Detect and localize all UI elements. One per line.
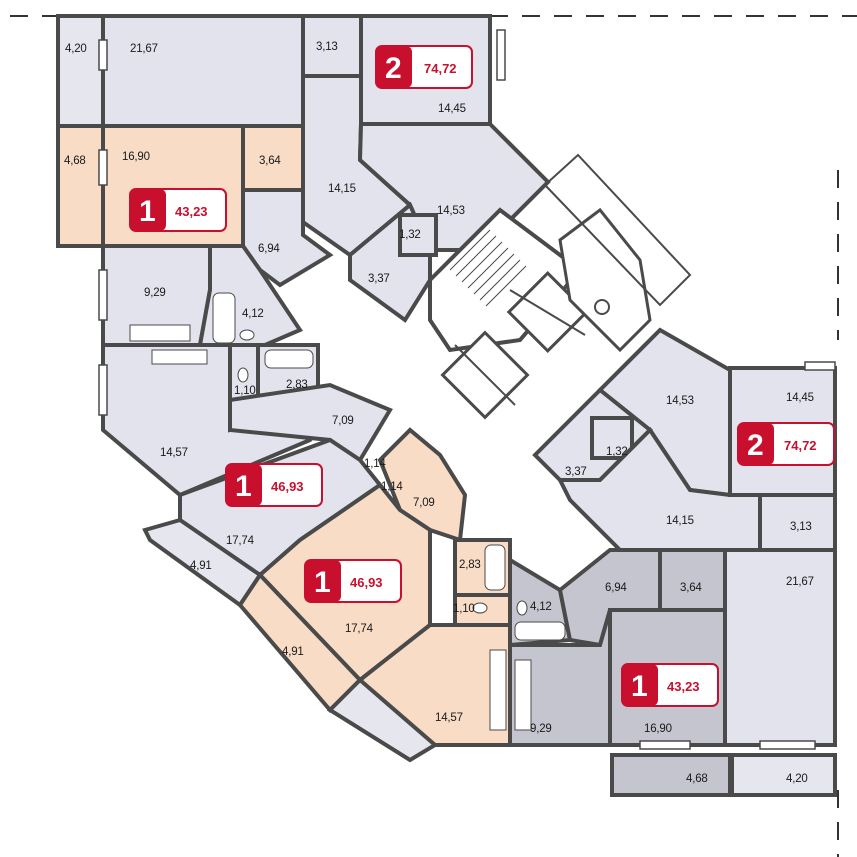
area-label: 1,14 xyxy=(381,481,403,493)
area-label: 2,83 xyxy=(459,559,481,571)
area-label: 4,12 xyxy=(530,601,552,613)
kitchen-counter-upper xyxy=(129,324,191,342)
room-21-67-right xyxy=(723,548,837,747)
area-label: 14,53 xyxy=(437,205,465,217)
room-area-labels: 4,20 21,67 3,13 14,45 4,68 16,90 3,64 14… xyxy=(64,41,814,785)
area-label: 14,53 xyxy=(666,395,694,407)
badge-top-2[interactable]: 2 74,72 xyxy=(375,45,473,89)
apartment-left-1room[interactable] xyxy=(101,188,393,608)
stair-treads xyxy=(449,229,527,307)
area-label: 14,45 xyxy=(438,103,466,115)
area-label: 21,67 xyxy=(130,43,158,55)
loggia-outline xyxy=(543,153,692,307)
area-label: 3,64 xyxy=(259,155,281,167)
area-label: 1,14 xyxy=(364,458,386,470)
area-label: 2,83 xyxy=(286,379,308,391)
area-label: 3,64 xyxy=(680,582,702,594)
stair-block xyxy=(428,207,583,353)
badge-upper-1[interactable]: 1 43,23 xyxy=(129,188,227,232)
fixtures xyxy=(129,292,566,731)
area-label: 14,15 xyxy=(666,515,694,527)
area-label: 3,37 xyxy=(565,466,587,478)
room-3-13-right xyxy=(758,493,837,552)
area-label: 16,90 xyxy=(122,151,150,163)
bathtub-peach xyxy=(484,544,506,591)
room-21-67-top xyxy=(101,14,305,128)
area-label: 1,10 xyxy=(234,385,256,397)
badge-mid-1[interactable]: 1 46,93 xyxy=(225,463,323,507)
area-label: 17,74 xyxy=(345,623,374,635)
toilet-peach xyxy=(472,602,488,614)
area-label: 9,29 xyxy=(530,723,552,735)
wc-1-32-top xyxy=(398,213,438,257)
badge-area: 46,93 xyxy=(350,575,383,590)
area-label: 9,29 xyxy=(144,287,166,299)
kitchen-counter-peach xyxy=(489,649,507,731)
balcony-4-68-lower xyxy=(610,753,732,797)
badge-rooms: 1 xyxy=(314,566,331,599)
badge-area: 43,23 xyxy=(667,679,700,694)
toilet-left xyxy=(237,367,249,383)
area-label: 6,94 xyxy=(605,582,627,594)
area-label: 14,57 xyxy=(435,712,463,724)
area-label: 1,10 xyxy=(453,603,475,615)
badge-rooms: 2 xyxy=(747,429,764,462)
balcony-4-20-right xyxy=(730,753,837,797)
badge-peach-1[interactable]: 1 46,93 xyxy=(304,559,402,603)
badge-area: 74,72 xyxy=(424,61,457,76)
area-label: 4,91 xyxy=(282,646,304,658)
apartment-peach-1room[interactable] xyxy=(237,427,512,763)
bathtub-upper xyxy=(212,292,236,344)
badge-area: 74,72 xyxy=(784,438,817,453)
area-label: 4,20 xyxy=(786,773,808,785)
service-shaft xyxy=(558,207,652,353)
area-label: 14,15 xyxy=(328,183,356,195)
balcony-4-20 xyxy=(56,14,105,128)
area-label: 14,57 xyxy=(160,447,188,459)
badge-lower-1[interactable]: 1 43,23 xyxy=(621,663,719,707)
area-label: 14,45 xyxy=(786,392,814,404)
kitchen-counter-lower xyxy=(514,659,532,731)
balcony-4-68 xyxy=(56,124,105,248)
area-label: 4,12 xyxy=(242,308,264,320)
area-label: 16,90 xyxy=(644,723,672,735)
toilet-upper xyxy=(239,329,255,341)
windows xyxy=(98,29,836,750)
area-label: 1,32 xyxy=(399,229,421,241)
building-core xyxy=(428,153,692,420)
area-label: 1,32 xyxy=(606,446,628,458)
area-label: 3,13 xyxy=(316,41,338,53)
badge-rooms: 2 xyxy=(385,52,402,85)
area-label: 4,20 xyxy=(65,43,87,55)
balcony-strip-peach xyxy=(326,677,439,763)
room-3-64-upper xyxy=(241,124,305,192)
area-label: 6,94 xyxy=(258,243,280,255)
badge-area: 43,23 xyxy=(175,204,208,219)
wc-1-32-right xyxy=(590,416,634,460)
badge-rooms: 1 xyxy=(631,670,648,703)
area-label: 21,67 xyxy=(786,576,814,588)
area-label: 17,74 xyxy=(226,535,255,547)
room-3-13-top xyxy=(301,14,363,78)
area-label: 7,09 xyxy=(332,415,354,427)
badge-rooms: 1 xyxy=(139,195,156,228)
badge-area: 46,93 xyxy=(271,479,304,494)
area-label: 4,68 xyxy=(64,155,86,167)
area-label: 7,09 xyxy=(413,497,435,509)
toilet-lower xyxy=(516,600,528,616)
area-label: 3,37 xyxy=(368,273,390,285)
room-3-64-lower xyxy=(658,548,727,612)
bathtub-left xyxy=(264,349,314,369)
area-label: 4,68 xyxy=(686,773,708,785)
bathtub-lower xyxy=(514,621,566,641)
apartment-upper-1room[interactable] xyxy=(56,124,305,248)
kitchen-counter-left xyxy=(151,349,208,365)
area-label: 4,91 xyxy=(190,560,212,572)
badge-right-2[interactable]: 2 74,72 xyxy=(737,422,835,466)
badge-rooms: 1 xyxy=(235,470,252,503)
area-label: 3,13 xyxy=(790,521,812,533)
